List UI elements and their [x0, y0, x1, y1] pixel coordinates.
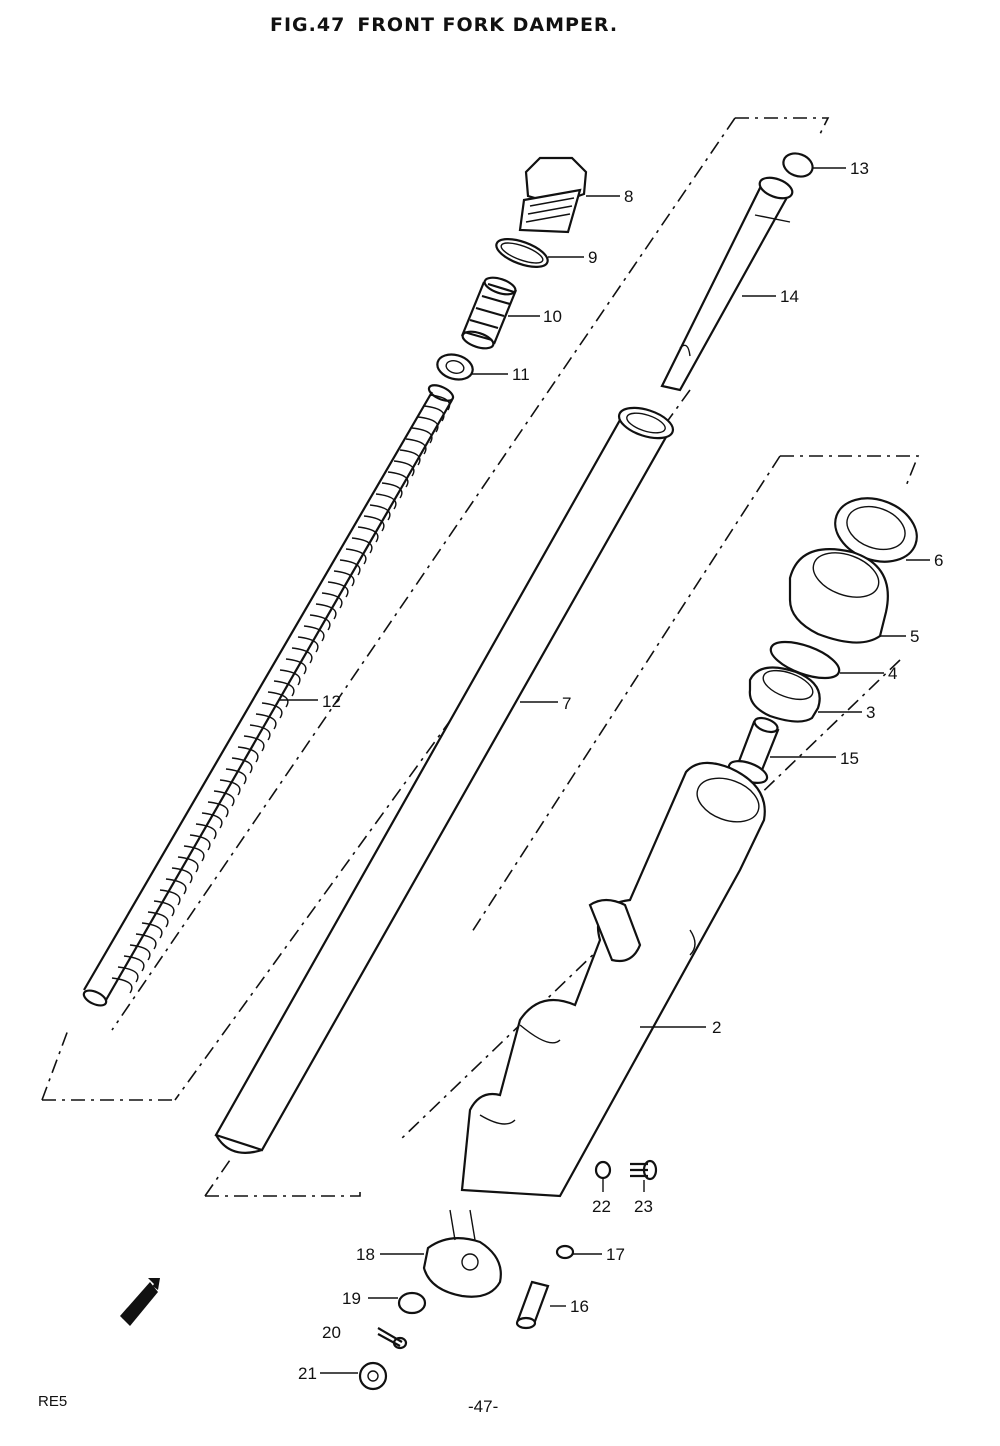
part-nut-19 [397, 1291, 427, 1315]
page-number: -47- [468, 1397, 499, 1416]
part-outer-tube [460, 761, 766, 1198]
part-axle-holder [422, 1209, 502, 1298]
part-stud-bolt [377, 1327, 408, 1350]
callout-20: 20 [322, 1323, 341, 1342]
callout-10: 10 [543, 307, 562, 326]
part-nut-21 [358, 1361, 388, 1391]
callout-13: 13 [850, 159, 869, 178]
callout-11: 11 [512, 365, 530, 384]
part-fork-spring [82, 384, 455, 1007]
figure-title: FIG.47 FRONT FORK DAMPER. [270, 14, 630, 36]
callout-3: 3 [866, 703, 875, 722]
part-oil-seal [788, 548, 889, 644]
callout-4: 4 [888, 664, 897, 683]
callout-23: 23 [634, 1197, 653, 1216]
callout-5: 5 [910, 627, 919, 646]
part-inner-tube [214, 406, 675, 1154]
part-piston-ring [782, 152, 814, 178]
callout-15: 15 [840, 749, 859, 768]
callout-22: 22 [592, 1197, 611, 1216]
part-spacer-spring [460, 276, 518, 350]
callout-9: 9 [588, 248, 597, 267]
callout-19: 19 [342, 1289, 361, 1308]
part-damper-rod [660, 176, 794, 392]
leader-lines [280, 167, 930, 1374]
callout-6: 6 [934, 551, 943, 570]
model-code: RE5 [38, 1393, 68, 1410]
figure-name: FRONT FORK DAMPER. [357, 14, 619, 36]
part-spring-seat [436, 353, 474, 381]
callout-17: 17 [606, 1245, 625, 1264]
part-cap-bolt [518, 156, 588, 234]
callout-16: 16 [570, 1297, 589, 1316]
callout-12: 12 [322, 692, 341, 711]
callout-8: 8 [624, 187, 633, 206]
part-o-ring [495, 238, 549, 268]
group-bracket-right [204, 455, 920, 1197]
group-bracket-left [41, 117, 830, 1101]
callout-2: 2 [712, 1018, 721, 1037]
front-direction-arrow-icon [120, 1278, 160, 1326]
callout-14: 14 [780, 287, 799, 306]
callout-18: 18 [356, 1245, 375, 1264]
callout-21: 21 [298, 1364, 317, 1383]
part-drain-screw-gasket [594, 1160, 612, 1192]
callout-7: 7 [562, 694, 571, 713]
part-damper-bolt [515, 1280, 550, 1330]
part-spacer [748, 666, 821, 723]
part-drain-screw [630, 1159, 658, 1192]
part-nut-17 [555, 1244, 575, 1260]
figure-number: FIG.47 [270, 14, 346, 36]
callout-labels: 8 9 10 11 12 13 14 7 6 5 4 3 15 2 22 23 … [298, 159, 943, 1383]
